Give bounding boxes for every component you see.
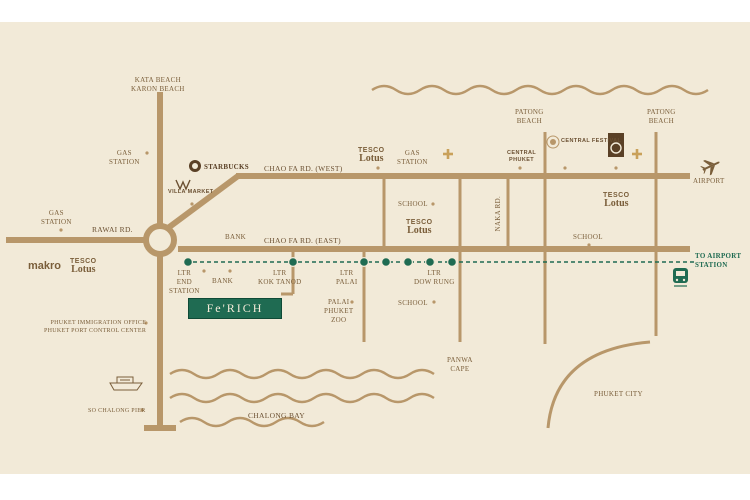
ltr-station-kok-tanod bbox=[288, 257, 299, 268]
road-chao-fa-west bbox=[166, 173, 240, 231]
sea-wave-bay-1 bbox=[169, 368, 435, 380]
label-school-3: SCHOOL bbox=[398, 299, 428, 307]
phuket-city-arc bbox=[546, 340, 651, 429]
label-chao-fa-west: CHAO FA RD. (WEST) bbox=[264, 164, 343, 173]
ltr-station-end bbox=[183, 257, 194, 268]
ltr-station-6 bbox=[425, 257, 436, 268]
label-bank-1: BANK bbox=[225, 233, 247, 241]
label-school-2: SCHOOL bbox=[573, 233, 603, 241]
ltr-station-4 bbox=[381, 257, 392, 268]
ferich-badge: Fe'RICH bbox=[188, 298, 282, 319]
central-festival-icon bbox=[546, 135, 560, 149]
roundabout-icon bbox=[143, 223, 177, 257]
train-icon bbox=[673, 268, 688, 287]
ltr-station-palai bbox=[359, 257, 370, 268]
ltr-station-5 bbox=[403, 257, 414, 268]
brand-makro: makro bbox=[28, 260, 62, 272]
sea-wave-north bbox=[371, 84, 709, 96]
label-phuket-city: PHUKET CITY bbox=[594, 390, 643, 398]
mall-logo-icon bbox=[608, 133, 624, 157]
boat-icon bbox=[109, 376, 143, 391]
label-school-1: SCHOOL bbox=[398, 200, 428, 208]
label-airport: AIRPORT bbox=[693, 177, 725, 185]
villa-market-icon bbox=[175, 179, 191, 191]
ltr-station-dow-rung bbox=[447, 257, 458, 268]
label-villa-market: VILLA MARKET bbox=[168, 189, 214, 195]
label-chalong-bay: CHALONG BAY bbox=[248, 411, 305, 420]
label-bank-2: BANK bbox=[212, 277, 234, 285]
plus-icon bbox=[632, 149, 642, 159]
map-canvas bbox=[6, 84, 720, 431]
starbucks-icon bbox=[189, 160, 201, 172]
plus-icon bbox=[443, 149, 453, 159]
airplane-icon bbox=[700, 160, 720, 176]
sea-wave-bay-2 bbox=[169, 392, 435, 404]
sea-wave-bay-3 bbox=[179, 416, 325, 428]
label-starbucks: STARBUCKS bbox=[204, 163, 249, 171]
label-chao-fa-east: CHAO FA RD. (EAST) bbox=[264, 236, 341, 245]
label-chalong-pier: SO CHALONG PIER bbox=[88, 408, 146, 414]
label-central-festival: CENTRAL FESTIVAL bbox=[561, 138, 622, 144]
label-rawai-rd: RAWAI RD. bbox=[92, 225, 133, 234]
label-naka-rd: NAKA RD. bbox=[494, 196, 502, 232]
